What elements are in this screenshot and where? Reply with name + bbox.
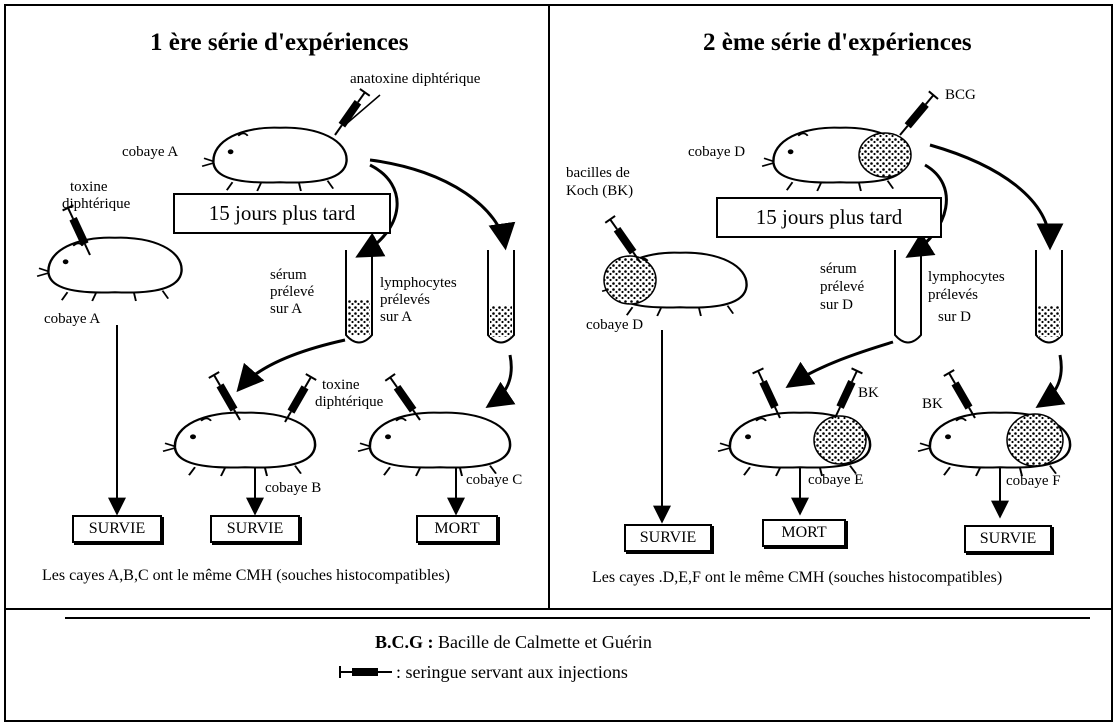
arrow-to-serum-tube: [355, 163, 399, 258]
right-panel-note: Les cayes .D,E,F ont le même CMH (souche…: [592, 569, 1003, 586]
arrow-serum-to-b: [236, 338, 346, 393]
legend-bcg-line: B.C.G : Bacille de Calmette et Guérin: [375, 633, 652, 651]
left-panel-drawings: [35, 87, 516, 516]
arrow-to-lympho-tube-d: [929, 143, 1064, 251]
bk-lesion-d: [603, 255, 657, 305]
anatoxine-label: anatoxine diphtérique: [350, 71, 481, 87]
bcg-lesion: [858, 132, 912, 178]
serum-d-label-1: sérum: [820, 261, 857, 277]
cobaye-c-label: cobaye C: [466, 472, 523, 488]
cobaye-e-label: cobaye E: [808, 472, 864, 488]
guinea-pig-a-left: [35, 236, 183, 303]
bk-label-2: Koch (BK): [566, 183, 634, 199]
bk-lesion-e: [813, 415, 867, 465]
lympho-d-label-1: lymphocytes: [928, 269, 1005, 285]
syringe-icon: [894, 90, 940, 140]
serum-tube-d: [894, 250, 922, 344]
delay-box-right: 15 jours plus tard: [716, 197, 942, 238]
lympho-content: [490, 305, 512, 337]
guinea-pig-b: [161, 411, 317, 478]
delay-box-left: 15 jours plus tard: [173, 193, 391, 234]
outcome-d: SURVIE: [624, 524, 712, 552]
legend-bcg-full: Bacille de Calmette et Guérin: [438, 632, 652, 652]
outcome-a: SURVIE: [72, 515, 162, 543]
serum-label-3: sur A: [270, 301, 303, 317]
serum-label-1: sérum: [270, 267, 307, 283]
arrow-lympho-to-c: [485, 354, 516, 408]
outcome-b: SURVIE: [210, 515, 300, 543]
toxine-label-2: diphtérique: [62, 196, 131, 212]
toxine-label-1: toxine: [70, 179, 108, 195]
cobaye-a-top-label: cobaye A: [122, 144, 179, 160]
outcome-f: SURVIE: [964, 525, 1052, 553]
left-panel-note: Les cayes A,B,C ont le même CMH (souches…: [42, 567, 450, 584]
right-panel-drawings: [600, 90, 1072, 524]
bcg-label: BCG: [945, 87, 976, 103]
arrow-to-serum-tube-d: [905, 163, 948, 258]
serum-d-label-2: prélevé: [820, 279, 865, 295]
bk-f-label: BK: [922, 396, 943, 412]
cobaye-b-label: cobaye B: [265, 480, 322, 496]
outcome-e: MORT: [762, 519, 846, 547]
outcome-c: MORT: [416, 515, 498, 543]
bk-label-1: bacilles de: [566, 165, 630, 181]
cobaye-d-top-label: cobaye D: [688, 144, 746, 160]
cobaye-d-left-label: cobaye D: [586, 317, 644, 333]
outer-frame: [4, 4, 1113, 722]
arrow-to-lympho-tube: [369, 158, 516, 251]
cobaye-f-label: cobaye F: [1006, 473, 1061, 489]
lympho-content-d: [1038, 305, 1060, 337]
serum-d-label-3: sur D: [820, 297, 853, 313]
toxine-b-label-2: diphtérique: [315, 394, 384, 410]
toxine-b-label-1: toxine: [322, 377, 360, 393]
anatoxine-pointer: [344, 94, 381, 126]
legend-bcg-abbr: B.C.G :: [375, 632, 434, 652]
bk-e-label: BK: [858, 385, 879, 401]
syringe-icon: [329, 87, 371, 140]
arrow-lympho-to-f: [1035, 354, 1066, 408]
serum-label-2: prélevé: [270, 284, 315, 300]
serum-content: [348, 300, 370, 336]
lympho-label-2: prélevés: [380, 292, 430, 308]
lympho-label-3: sur A: [380, 309, 413, 325]
legend-syringe-text: : seringue servant aux injections: [396, 662, 628, 682]
legend-syringe-icon: [339, 666, 392, 678]
guinea-pig-a-top: [200, 126, 348, 193]
arrow-serum-to-e: [785, 340, 894, 388]
right-panel-title: 2 ème série d'expériences: [703, 29, 972, 56]
cobaye-a-left-label: cobaye A: [44, 311, 101, 327]
guinea-pig-c: [356, 411, 512, 478]
lympho-d-label-3: sur D: [938, 309, 971, 325]
lympho-d-label-2: prélevés: [928, 287, 978, 303]
left-panel-title: 1 ère série d'expériences: [150, 29, 409, 56]
bk-lesion-f: [1006, 413, 1064, 467]
lympho-label-1: lymphocytes: [380, 275, 457, 291]
